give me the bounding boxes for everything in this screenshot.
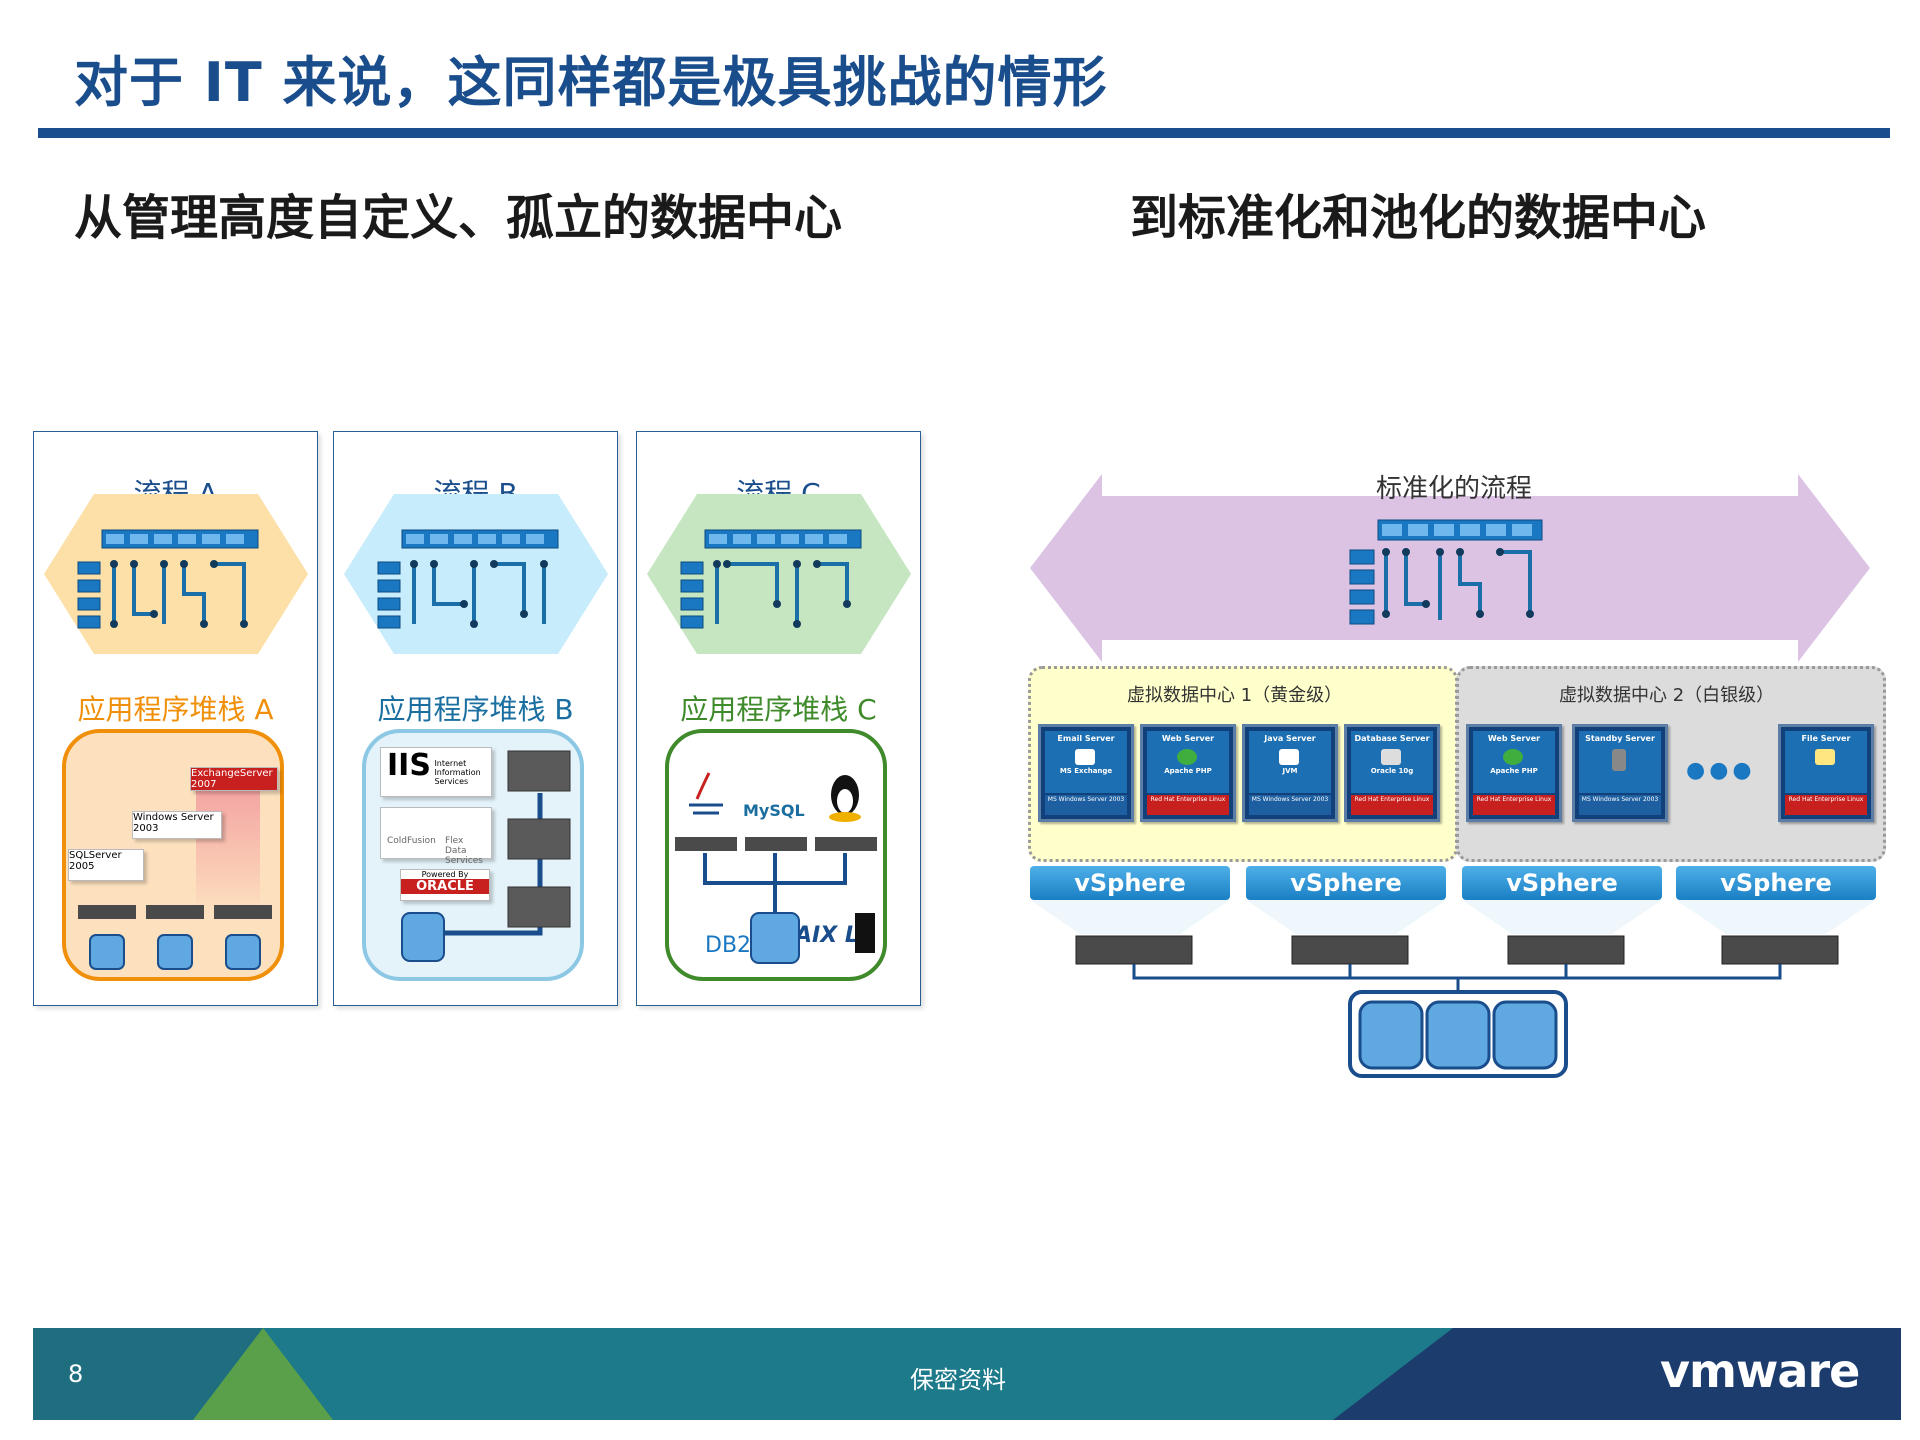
db2-label: DB2 (705, 933, 752, 958)
server-card-email: Email Server MS Exchange MS Windows Serv… (1038, 724, 1134, 822)
vsphere-bar: vSphere (1676, 866, 1876, 900)
slide-title: 对于 IT 来说，这同样都是极具挑战的情形 (74, 51, 1108, 114)
panel-b: 流程 B 应用程序堆栈 B IIS Internet Information S… (333, 431, 618, 1006)
server-card-database: Database Server Oracle 10g Red Hat Enter… (1344, 724, 1440, 822)
process-arrow (44, 494, 308, 654)
server-icon (1612, 749, 1626, 771)
www-icon (1177, 749, 1197, 765)
stack-label: 应用程序堆栈 B (377, 693, 574, 726)
iis-subtext: Internet Information Services (434, 758, 481, 786)
java-icon (689, 772, 723, 815)
stack-label: 应用程序堆栈 A (77, 693, 274, 726)
server-stack (401, 750, 571, 962)
mysql-logo: MySQL (743, 801, 805, 820)
process-arrow (344, 494, 608, 654)
panel-a: 流程 A 应用程序堆栈 A ExchangeServer 2007 Window… (33, 431, 318, 1006)
exchange-logo: ExchangeServer 2007 (190, 767, 278, 791)
vsphere-bar: vSphere (1462, 866, 1662, 900)
stack-box-b: IIS Internet Information Services ColdFu… (362, 729, 584, 981)
host-storage-diagram (1030, 900, 1876, 1078)
oracle-powered: Powered By (421, 870, 469, 879)
vmware-logo: vmware (1660, 1344, 1860, 1398)
iis-logo: IIS (387, 748, 431, 783)
server-card-web: Web Server Apache PHP Red Hat Enterprise… (1140, 724, 1236, 822)
vdc-silver-label: 虚拟数据中心 2（白银级） (1559, 685, 1775, 706)
vdc-gold-label: 虚拟数据中心 1（黄金级） (1127, 685, 1343, 706)
server-card-file: File Server Red Hat Enterprise Linux (1778, 724, 1874, 822)
windows-logo: Windows Server 2003 (132, 811, 222, 839)
stack-box-c: MySQL DB2 AIX L (665, 729, 887, 981)
footer-band (33, 1328, 1901, 1420)
sql-logo: SQLServer 2005 (68, 849, 144, 881)
process-arrow (647, 494, 911, 654)
page-number: 8 (68, 1360, 84, 1388)
panel-c: 流程 C 应用程序堆栈 C MySQL DB2 AIX L (636, 431, 921, 1006)
standard-process-arrow (1030, 474, 1870, 662)
server-card-web-2: Web Server Apache PHP Red Hat Enterprise… (1466, 724, 1562, 822)
more-ellipsis: ●●● (1686, 758, 1756, 783)
subtitle-left: 从管理高度自定义、孤立的数据中心 (74, 190, 843, 246)
oracle-logo: ORACLE (401, 879, 489, 894)
coffee-icon (1279, 749, 1299, 765)
vsphere-bar: vSphere (1246, 866, 1446, 900)
aix-logo: AIX L (795, 923, 859, 948)
flex-logo: Flex Data Services (445, 836, 483, 866)
title-rule (38, 128, 1890, 138)
standard-flow-label: 标准化的流程 (1376, 474, 1533, 504)
www-icon (1503, 749, 1523, 765)
stack-label: 应用程序堆栈 C (680, 693, 877, 726)
server-card-standby: Standby Server MS Windows Server 2003 (1572, 724, 1668, 822)
database-icon (1381, 749, 1401, 765)
mail-icon (1075, 749, 1095, 765)
folder-icon (1815, 749, 1835, 765)
subtitle-right: 到标准化和池化的数据中心 (1130, 190, 1707, 246)
server-card-java: Java Server JVM MS Windows Server 2003 (1242, 724, 1338, 822)
server-db-row (78, 905, 272, 970)
vsphere-bar: vSphere (1030, 866, 1230, 900)
stack-c-graphics (675, 772, 877, 964)
confidential-label: 保密资料 (910, 1366, 1006, 1394)
coldfusion-logo: ColdFusion (387, 836, 436, 846)
linux-icon (829, 775, 861, 822)
stack-box-a: ExchangeServer 2007 Windows Server 2003 … (62, 729, 284, 981)
